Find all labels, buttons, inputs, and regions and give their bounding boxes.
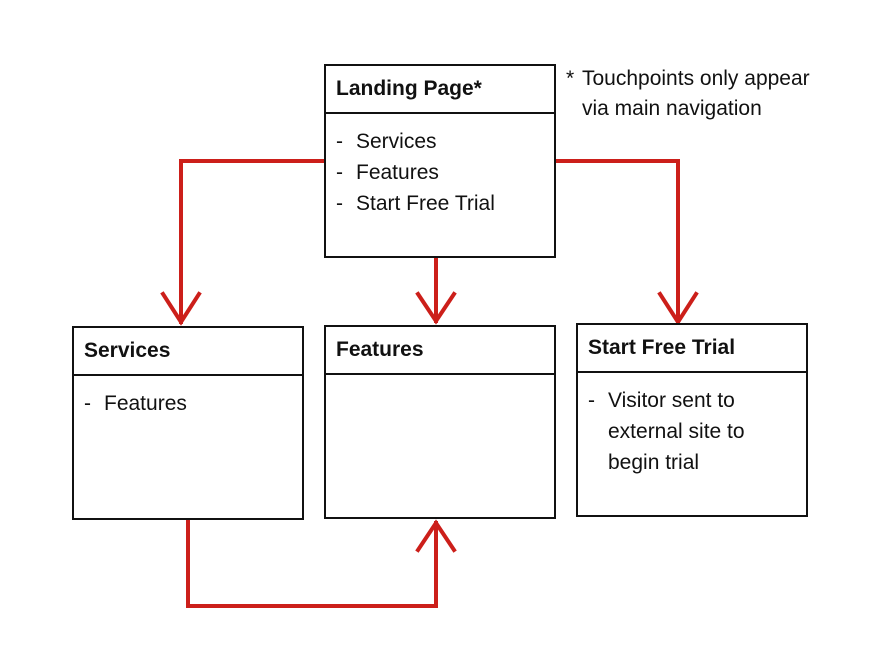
list-item-label: Visitor sent to external site to begin t… (608, 389, 745, 474)
bullet-dash: - (336, 130, 343, 153)
connector-landing-to-trial (554, 159, 680, 324)
arrowhead-features (415, 291, 457, 325)
list-item: -Visitor sent to external site to begin … (588, 385, 796, 478)
list-item: -Features (84, 388, 292, 419)
arrowhead-features-bottom (415, 519, 457, 553)
list-item-label: Start Free Trial (356, 192, 495, 215)
list-item-label: Features (104, 392, 187, 415)
footnote-asterisk: * (566, 67, 575, 90)
arrowhead-trial (657, 291, 699, 326)
list-item: -Start Free Trial (336, 188, 544, 219)
bullet-dash: - (84, 392, 91, 415)
footnote-text-1: Touchpoints only appear (582, 67, 810, 90)
arrowhead-services (160, 291, 202, 326)
connector-landing-to-services (179, 159, 326, 324)
start-free-trial-title: Start Free Trial (578, 325, 806, 373)
services-title: Services (74, 328, 302, 376)
features-title: Features (326, 327, 554, 375)
bullet-dash: - (336, 161, 343, 184)
list-item: -Services (336, 126, 544, 157)
bullet-dash: - (336, 192, 343, 215)
start-free-trial-list: -Visitor sent to external site to begin … (578, 373, 806, 478)
landing-page-title: Landing Page* (326, 66, 554, 114)
list-item-label: Features (356, 161, 439, 184)
landing-page-list: -Services -Features -Start Free Trial (326, 114, 554, 219)
services-list: -Features (74, 376, 302, 419)
list-item: -Features (336, 157, 544, 188)
start-free-trial-box: Start Free Trial -Visitor sent to extern… (576, 323, 808, 517)
connector-services-to-features (186, 519, 438, 608)
footnote: * Touchpoints only appear via main naviga… (566, 64, 810, 124)
footnote-line-2: via main navigation (582, 97, 762, 120)
bullet-dash: - (588, 389, 595, 412)
services-box: Services -Features (72, 326, 304, 520)
landing-page-box: Landing Page* -Services -Features -Start… (324, 64, 556, 258)
footnote-line-1: * Touchpoints only appear (566, 64, 810, 94)
list-item-label: Services (356, 130, 437, 153)
connector-group (160, 159, 699, 608)
features-box: Features (324, 325, 556, 519)
